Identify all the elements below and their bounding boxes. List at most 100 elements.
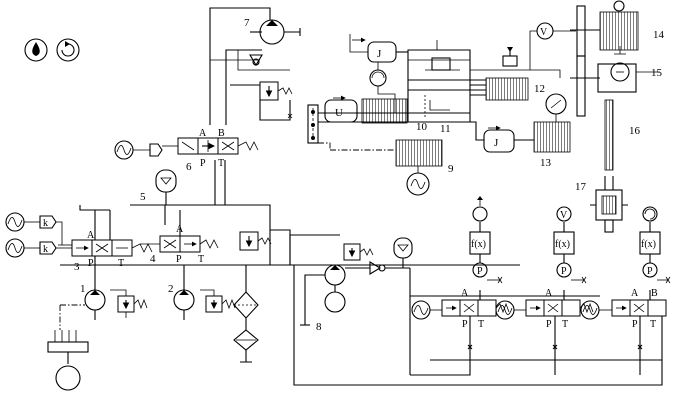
relief-valve-top [259,81,293,119]
check-valve-top [237,50,290,71]
port-A-3: A [87,230,95,241]
symbol-v: V [540,27,548,38]
label-13: 13 [540,157,552,169]
signal-k-lower: k [5,238,72,258]
spring-pack-13: 13 [514,121,571,169]
drive-motor [47,305,89,391]
servo-stack-1: P f(x) [469,196,503,300]
relief-valve-1 [110,289,148,318]
label-14: 14 [653,29,665,41]
label-11: 11 [440,123,451,135]
port-T-3: T [118,258,124,269]
port-B-6: B [218,128,225,139]
symbol-P-1: P [477,266,483,277]
symbol-P-3: P [647,266,653,277]
accumulator-8 [393,237,413,268]
inertia-J-lower: J [470,121,515,153]
pressure-sensor-12 [502,47,518,67]
port-P-3: P [88,258,94,269]
label-6: 6 [186,161,192,173]
signal-source-6 [114,140,163,160]
directional-valve-6: A B P T 6 [162,128,259,173]
relief-valve-mid [239,231,272,251]
sensor-14-top [613,0,625,12]
label-9: 9 [448,163,454,175]
filter-lower [233,329,259,351]
port-P-4: P [176,254,182,265]
port-A-g3: A [631,288,639,299]
symbol-J-lower: J [494,137,499,149]
servo-valve-group-3: A B P T [580,288,667,350]
label-17: 17 [575,181,587,193]
hydraulic-motor-7: 7 [244,17,301,45]
servo-valve-group-2: A P T [495,288,594,350]
port-P-6: P [200,158,206,169]
relief-valve-2 [200,289,236,313]
servo-stack-2: P f(x) V [553,206,587,300]
spring-pack-12: 12 [470,77,545,101]
port-A-6: A [199,128,207,139]
spring-pack-10: 10 [361,98,428,133]
port-T-g2: T [562,319,568,330]
symbol-fx-2: f(x) [555,239,570,250]
relief-valve-8 [343,243,374,261]
label-16: 16 [629,125,641,137]
check-valve-8 [369,261,410,275]
pump-1: 1 [60,265,106,320]
symbol-v-2: V [560,210,568,221]
gear-shaft-top [570,5,600,117]
symbol-P-2: P [561,266,567,277]
actuator-U: U [324,95,358,123]
load-17: 17 [575,176,628,233]
pump-2: 2 [168,265,195,320]
label-10: 10 [416,121,428,133]
port-B-g3: B [651,288,658,299]
clutch-15: 15 [597,62,663,93]
port-P-g3: P [632,319,638,330]
port-P-g2: P [546,319,552,330]
rotation-arrow-icon [56,38,80,62]
port-P-g1: P [462,319,468,330]
filter-upper [233,291,259,319]
k-lower: k [43,244,48,255]
link-12-14 [470,69,561,78]
directional-valve-3: A P T 3 [58,230,153,273]
label-7: 7 [244,17,250,29]
k-upper: k [43,218,48,229]
gauge-k [545,93,567,122]
signal-gauge-9 [406,166,430,196]
port-A-g1: A [461,288,469,299]
shaft-16: 16 [604,99,641,171]
directional-valve-4: A P T 4 [140,210,219,265]
label-2: 2 [168,283,174,295]
label-12: 12 [534,83,545,95]
port-A-g2: A [545,288,553,299]
coupling-block [307,104,319,144]
volume-sensor: V [529,22,576,70]
servo-stack-3: P f(x) [639,206,671,300]
spring-pack-14: 14 [599,11,665,55]
torque-sensor-top [369,62,396,113]
pressure-lines [60,7,520,363]
label-8: 8 [316,321,322,333]
accumulator-5: 5 [140,169,177,205]
label-1: 1 [80,283,86,295]
pump-8: 8 [300,264,370,333]
port-T-4: T [198,254,204,265]
inertia-J-top: J [349,34,408,63]
servo-valve-group-1: A P T [411,288,510,350]
symbol-J-top: J [377,48,382,60]
port-T-g3: T [650,319,656,330]
spring-pack-9: 9 [330,139,454,175]
port-T-g1: T [478,319,484,330]
symbol-fx-3: f(x) [641,239,656,250]
label-3: 3 [74,261,80,273]
dash-link-9 [318,142,331,150]
label-5: 5 [140,191,146,203]
label-15: 15 [651,67,663,79]
return-lines-bottom [293,265,663,386]
symbol-fx-1: f(x) [471,239,486,250]
label-4: 4 [150,253,156,265]
